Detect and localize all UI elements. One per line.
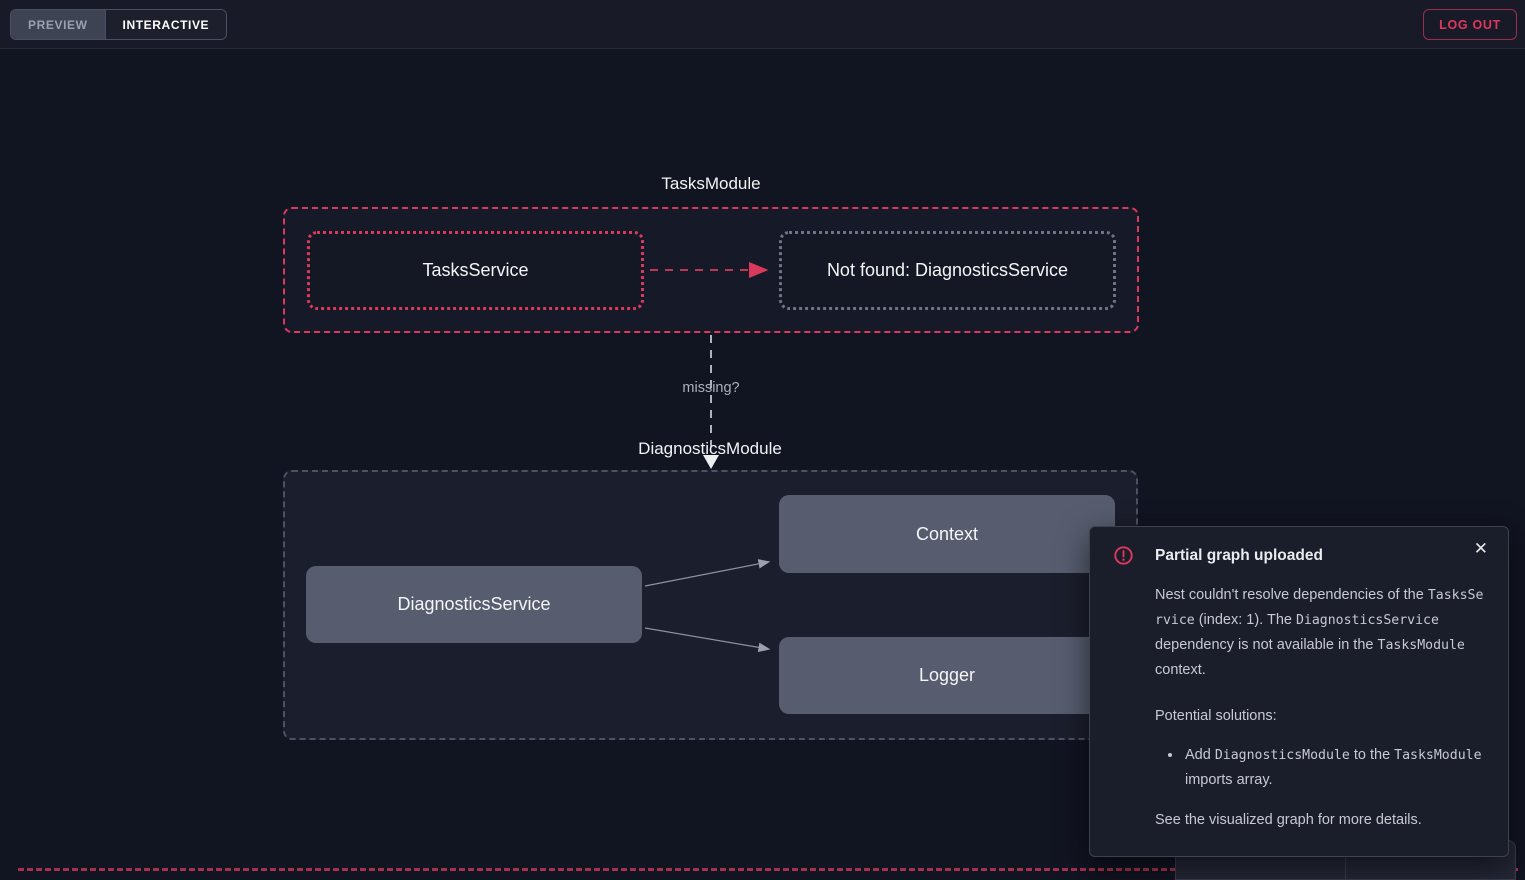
solutions-heading: Potential solutions: (1155, 708, 1277, 724)
graph-canvas[interactable]: TasksModule TasksService Not found: Diag… (0, 49, 1525, 880)
logout-button[interactable]: LOG OUT (1423, 9, 1517, 40)
mode-toggle: PREVIEW INTERACTIVE (10, 9, 228, 40)
node-diagnostics-service[interactable]: DiagnosticsService (306, 566, 642, 643)
top-bar: PREVIEW INTERACTIVE LOG OUT (0, 0, 1525, 49)
node-logger[interactable]: Logger (779, 637, 1115, 714)
tab-preview[interactable]: PREVIEW (11, 10, 105, 39)
node-label: DiagnosticsService (397, 594, 551, 614)
node-label: Logger (918, 665, 976, 685)
notification-panel: Partial graph uploaded ✕ Nest couldn't r… (1089, 526, 1509, 857)
close-button[interactable]: ✕ (1470, 536, 1492, 561)
bottom-module-edge (18, 868, 1518, 878)
edge-missing-label: missing? (682, 380, 740, 396)
close-icon: ✕ (1473, 539, 1488, 558)
node-label: TasksService (422, 260, 529, 280)
graph-control-right[interactable] (1345, 841, 1515, 879)
node-tasks-service[interactable]: TasksService (307, 231, 644, 310)
solutions-list: Add DiagnosticsModule to the TasksModule… (1155, 743, 1489, 793)
alert-icon (1114, 546, 1133, 565)
node-not-found-diagnostics-service[interactable]: Not found: DiagnosticsService (779, 231, 1116, 310)
node-label: Not found: DiagnosticsService (826, 260, 1069, 280)
notification-body: Nest couldn't resolve dependencies of th… (1155, 583, 1489, 833)
notification-message: Nest couldn't resolve dependencies of th… (1155, 587, 1484, 678)
tasks-module-title: TasksModule (661, 174, 761, 193)
node-context[interactable]: Context (779, 495, 1115, 573)
diagnostics-module-title: DiagnosticsModule (638, 439, 782, 458)
tab-interactive[interactable]: INTERACTIVE (104, 10, 227, 39)
notification-title: Partial graph uploaded (1155, 547, 1323, 564)
node-label: Context (915, 523, 979, 544)
solution-item: Add DiagnosticsModule to the TasksModule… (1183, 743, 1489, 793)
notification-footer: See the visualized graph for more detail… (1155, 812, 1422, 828)
